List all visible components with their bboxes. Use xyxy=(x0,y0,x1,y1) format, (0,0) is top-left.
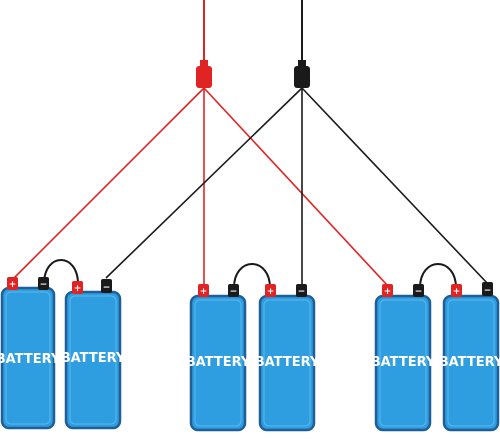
jumper-middle-group xyxy=(233,263,271,289)
positive-terminal: + xyxy=(265,284,276,297)
positive-terminal: + xyxy=(72,281,83,294)
jumper-left-group xyxy=(43,259,79,285)
battery-group-middle: BATTERY + − BATTERY + − xyxy=(186,284,320,432)
battery: BATTERY xyxy=(0,286,61,430)
positive-terminal: + xyxy=(198,284,209,297)
battery: BATTERY xyxy=(371,294,436,432)
battery: BATTERY xyxy=(255,294,320,432)
positive-terminal: + xyxy=(7,277,18,290)
svg-text:+: + xyxy=(384,287,392,297)
positive-splitter-connector xyxy=(196,66,212,88)
negative-branch-wires xyxy=(105,87,489,285)
svg-text:+: + xyxy=(200,287,208,297)
battery: BATTERY xyxy=(439,294,500,432)
svg-text:+: + xyxy=(9,280,17,290)
svg-text:−: − xyxy=(298,287,306,297)
svg-text:+: + xyxy=(453,287,461,297)
battery-group-left: BATTERY + − BATTERY + − xyxy=(0,277,126,430)
battery-label: BATTERY xyxy=(186,355,251,370)
positive-wire-to-left-group xyxy=(11,87,205,281)
negative-terminal: − xyxy=(413,284,424,297)
battery-label: BATTERY xyxy=(439,355,500,370)
series-jumpers xyxy=(43,259,457,289)
negative-terminal: − xyxy=(296,284,307,297)
battery-label: BATTERY xyxy=(61,351,126,366)
negative-wire-to-right-group xyxy=(301,87,489,285)
negative-terminal: − xyxy=(38,277,49,290)
battery-group-right: BATTERY + − BATTERY + − xyxy=(371,282,500,432)
battery: BATTERY xyxy=(61,290,126,430)
negative-wire-to-left-group xyxy=(105,87,303,279)
battery-label: BATTERY xyxy=(0,352,61,367)
battery-label: BATTERY xyxy=(255,355,320,370)
negative-terminal: − xyxy=(228,284,239,297)
svg-text:−: − xyxy=(230,287,238,297)
svg-text:−: − xyxy=(103,283,111,293)
svg-text:+: + xyxy=(74,284,82,294)
negative-terminal: − xyxy=(101,279,112,293)
positive-main-wire xyxy=(196,0,212,88)
positive-branch-wires xyxy=(11,87,389,287)
svg-text:−: − xyxy=(415,287,423,297)
battery-label: BATTERY xyxy=(371,355,436,370)
positive-wire-to-right-group xyxy=(203,87,389,287)
jumper-right-group xyxy=(419,263,457,289)
svg-text:+: + xyxy=(267,287,275,297)
negative-splitter-connector xyxy=(294,66,310,88)
positive-terminal: + xyxy=(451,284,462,297)
battery: BATTERY xyxy=(186,294,251,432)
svg-text:−: − xyxy=(40,280,48,290)
positive-terminal: + xyxy=(382,284,393,297)
negative-terminal: − xyxy=(482,282,493,296)
svg-text:−: − xyxy=(484,286,492,296)
negative-main-wire xyxy=(294,0,310,88)
